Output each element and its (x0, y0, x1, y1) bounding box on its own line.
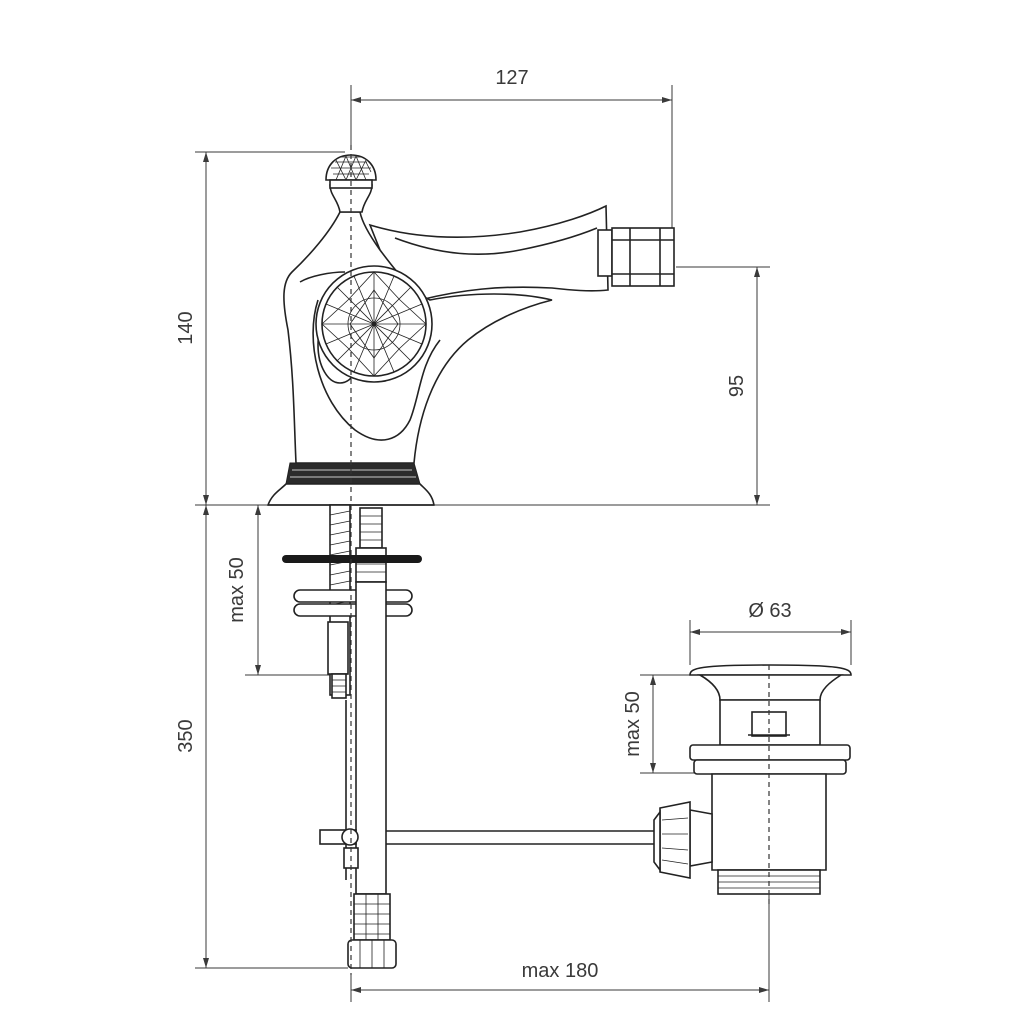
dimension-diameter-63: Ø 63 (689, 600, 852, 665)
dimension-95: 95 (432, 266, 770, 506)
dimension-max180-label: max 180 (522, 960, 599, 982)
dimension-max50-left: max 50 (226, 505, 335, 676)
dimension-max180: max 180 (350, 895, 770, 1002)
faucet-body (266, 145, 675, 506)
popup-waste (653, 664, 852, 905)
dimension-350: 350 (175, 505, 348, 969)
dimension-127: 127 (350, 67, 673, 240)
dimension-140-label: 140 (175, 311, 197, 344)
dimension-350-label: 350 (175, 719, 197, 752)
gasket-black (282, 555, 422, 563)
base-knurl (290, 469, 416, 478)
dimension-140: 140 (175, 151, 345, 506)
dimension-max50-left-label: max 50 (226, 557, 248, 623)
dimension-95-label: 95 (726, 375, 748, 397)
dimension-diameter-63-label: Ø 63 (748, 600, 791, 622)
crystal-knob-facets (321, 271, 427, 377)
mounting-assembly (282, 504, 660, 975)
dimension-max50-right-label: max 50 (622, 691, 644, 757)
dimension-127-label: 127 (495, 67, 528, 89)
